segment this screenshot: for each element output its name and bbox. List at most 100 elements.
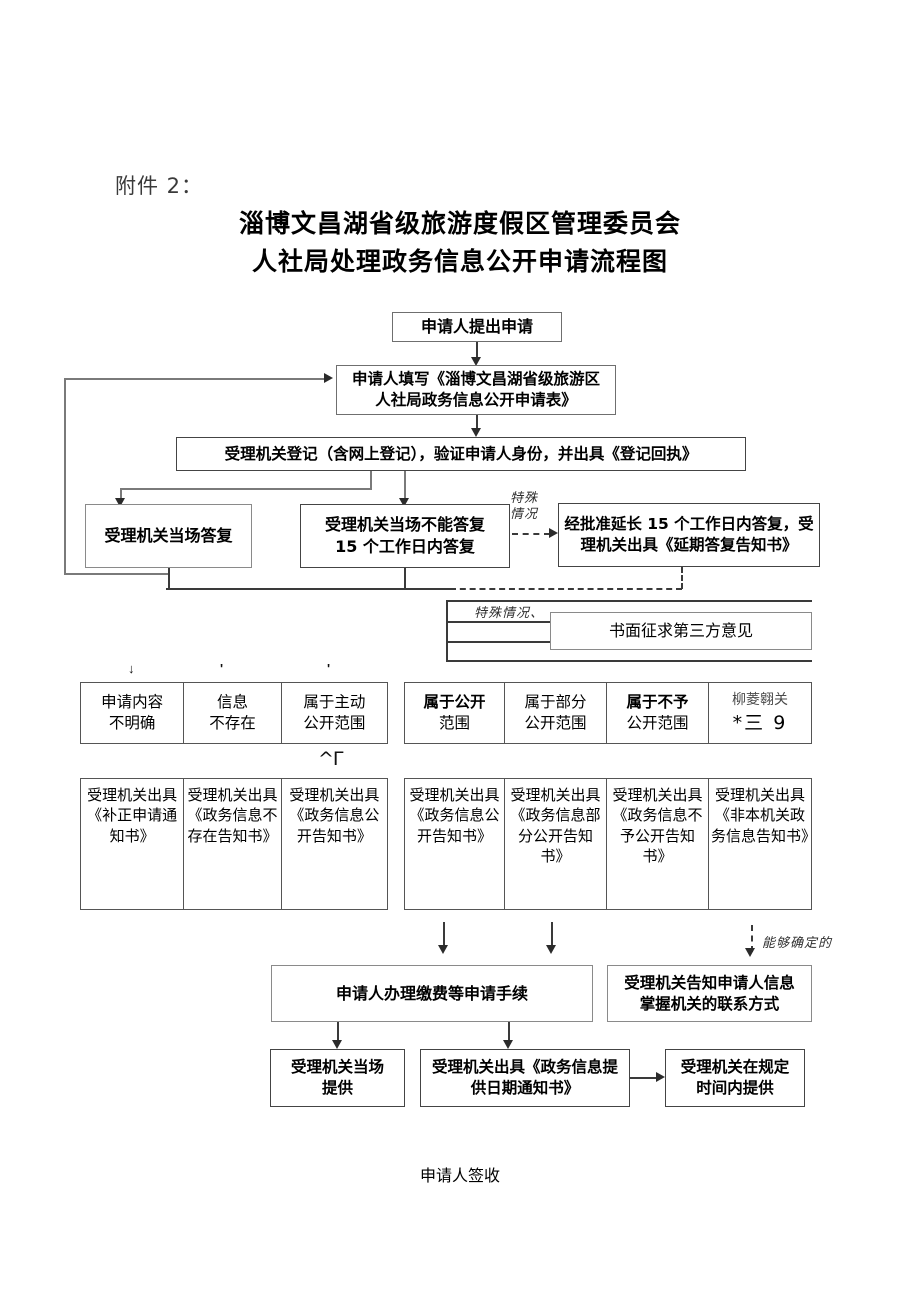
arrow-date-notice-to-within-time bbox=[656, 1072, 665, 1082]
connector-rail-to-left bbox=[64, 573, 168, 575]
node-pay-fees-label: 申请人办理缴费等申请手续 bbox=[335, 983, 528, 1003]
document-cell-other-agency-notice: 受理机关出具《非本机关政务信息告知书》 bbox=[711, 786, 817, 845]
node-provide-onsite-line-2: 提供 bbox=[321, 1079, 353, 1097]
conditions-right-grid: 属于公开 范围 属于部分 公开范围 属于不予 公开范围 柳菱翱关 *三 9 bbox=[404, 682, 812, 744]
connector-date-notice-to-within-time bbox=[630, 1077, 658, 1079]
document-cell-nondisclosure-notice: 受理机关出具《政务信息不予公开告知书》 bbox=[607, 779, 709, 909]
node-fill-form-line-1: 申请人填写《淄博文昌湖省级旅游区 bbox=[351, 370, 600, 389]
arrow-to-onsite bbox=[115, 498, 125, 507]
dashed-connector-extension-left bbox=[450, 588, 682, 590]
dashed-connector-extension-down bbox=[681, 567, 683, 589]
node-provide-date-notice: 受理机关出具《政务信息提 供日期通知书》 bbox=[420, 1049, 630, 1107]
title-line-1: 淄博文昌湖省级旅游度假区管理委员会 bbox=[238, 209, 681, 238]
condition-other-line-1: 柳菱翱关 bbox=[732, 691, 788, 708]
node-fill-form: 申请人填写《淄博文昌湖省级旅游区 人社局政务信息公开申请表》 bbox=[336, 365, 616, 415]
annotation-special-case-line-1: 特殊 bbox=[510, 491, 539, 506]
arrow-fees-to-onsite-provide bbox=[332, 1040, 342, 1049]
connector-start-to-fillform bbox=[476, 342, 478, 360]
title-line-2: 人社局处理政务信息公开申请流程图 bbox=[251, 247, 668, 276]
condition-nondisclosure-line-1: 属于不予 bbox=[626, 693, 689, 712]
condition-nondisclosure-line-2: 公开范围 bbox=[626, 714, 689, 732]
node-extension-line-2: 理机关出具《延期答复告知书》 bbox=[580, 536, 798, 554]
node-third-party-opinion: 书面征求第三方意见 bbox=[550, 612, 812, 650]
node-provide-within-time-line-1: 受理机关在规定 bbox=[680, 1058, 790, 1077]
tick-mark-cond-left-1: ↓ bbox=[128, 661, 135, 676]
node-inform-contact-line-1: 受理机关告知申请人信息 bbox=[624, 973, 795, 992]
node-third-party-opinion-label: 书面征求第三方意见 bbox=[608, 621, 753, 641]
annotation-special-case-line-2: 情况 bbox=[510, 507, 539, 523]
node-provide-onsite-line-1: 受理机关当场 bbox=[290, 1058, 384, 1077]
arrow-to-15day bbox=[399, 498, 409, 507]
arrow-fees-to-date-notice bbox=[503, 1040, 513, 1049]
annotation-special-case-vertical: 特殊 情况 bbox=[510, 491, 550, 524]
condition-other-line-2: *三 9 bbox=[732, 711, 788, 734]
documents-left-grid: 受理机关出具《补正申请通知书》 受理机关出具《政务信息不存在告知书》 受理机关出… bbox=[80, 778, 388, 910]
node-register: 受理机关登记（含网上登记），验证申请人身份，并出具《登记回执》 bbox=[176, 437, 746, 471]
node-answer-onsite-label: 受理机关当场答复 bbox=[104, 526, 233, 546]
condition-proactive-line-2: 公开范围 bbox=[303, 714, 366, 732]
node-provide-within-time: 受理机关在规定 时间内提供 bbox=[665, 1049, 805, 1107]
annotation-can-be-determined: 能够确定的 bbox=[762, 936, 833, 951]
connector-register-split bbox=[120, 488, 372, 490]
document-cell-not-exist-notice: 受理机关出具《政务信息不存在告知书》 bbox=[184, 779, 282, 909]
connector-bottom-rail bbox=[166, 588, 452, 590]
node-inform-contact: 受理机关告知申请人信息 掌握机关的联系方式 bbox=[607, 965, 812, 1022]
third-party-rail-lower bbox=[446, 641, 556, 643]
arrow-doc-to-fees-1 bbox=[438, 945, 448, 954]
node-start: 申请人提出申请 bbox=[392, 312, 562, 342]
footer-signoff: 申请人签收 bbox=[419, 1166, 500, 1185]
third-party-frame-left bbox=[446, 600, 448, 661]
node-extension: 经批准延长 15 个工作日内答复，受 理机关出具《延期答复告知书》 bbox=[558, 503, 820, 567]
condition-partial-line-1: 属于部分 bbox=[524, 693, 587, 712]
arrow-start-to-fillform bbox=[471, 357, 481, 366]
document-cell-disclosure-notice: 受理机关出具《政务信息公开告知书》 bbox=[289, 786, 380, 845]
third-party-frame-top bbox=[446, 600, 812, 602]
node-provide-within-time-line-2: 时间内提供 bbox=[696, 1079, 774, 1097]
node-fill-form-line-2: 人社局政务信息公开申请表》 bbox=[375, 391, 577, 409]
arrow-fillform-to-register bbox=[471, 428, 481, 437]
node-answer-15day: 受理机关当场不能答复 15 个工作日内答复 bbox=[300, 504, 510, 568]
connector-doc-to-fees-1 bbox=[443, 922, 445, 948]
connector-fillform-to-register bbox=[476, 415, 478, 431]
connector-doc-to-fees-2 bbox=[551, 922, 553, 948]
conditions-left-grid: 申请内容 不明确 信息 不存在 属于主动 公开范围 bbox=[80, 682, 388, 744]
connector-fees-to-date-notice bbox=[508, 1022, 510, 1044]
condition-public-line-1: 属于公开 bbox=[423, 693, 486, 712]
condition-unclear-line-1: 申请内容 bbox=[101, 693, 164, 712]
condition-cell-other-agency: 柳菱翱关 *三 9 bbox=[709, 683, 811, 743]
condition-cell-proactive-disclosure: 属于主动 公开范围 bbox=[282, 683, 387, 743]
annotation-special-case-inline: 特殊情况、 bbox=[474, 606, 545, 621]
document-cell-correction-notice: 受理机关出具《补正申请通知书》 bbox=[81, 779, 185, 909]
dashed-connector-to-inform-contact bbox=[751, 925, 753, 952]
condition-cell-not-exist: 信息 不存在 bbox=[184, 683, 282, 743]
node-provide-date-notice-line-2: 供日期通知书》 bbox=[470, 1079, 580, 1097]
connector-to-onsite bbox=[120, 488, 122, 501]
document-cell-partial-disclosure-notice: 受理机关出具《政务信息部分公开告知书》 bbox=[505, 779, 607, 909]
condition-not-exist-line-1: 信息 bbox=[217, 693, 249, 712]
arrow-to-inform-contact bbox=[745, 948, 755, 957]
third-party-frame-bottom bbox=[446, 660, 812, 662]
condition-not-exist-line-2: 不存在 bbox=[209, 714, 256, 732]
node-pay-fees: 申请人办理缴费等申请手续 bbox=[271, 965, 593, 1022]
node-provide-onsite: 受理机关当场 提供 bbox=[270, 1049, 405, 1107]
documents-right-grid: 受理机关出具《政务信息公开告知书》 受理机关出具《政务信息部分公开告知书》 受理… bbox=[404, 778, 817, 910]
node-extension-line-1: 经批准延长 15 个工作日内答复，受 bbox=[564, 515, 814, 534]
connector-left-rail-vertical bbox=[64, 378, 66, 574]
condition-cell-nondisclosure-scope: 属于不予 公开范围 bbox=[607, 683, 709, 743]
node-inform-contact-line-2: 掌握机关的联系方式 bbox=[639, 994, 780, 1013]
connector-15day-down bbox=[404, 568, 406, 589]
node-answer-onsite: 受理机关当场答复 bbox=[85, 504, 252, 568]
node-start-label: 申请人提出申请 bbox=[420, 317, 533, 337]
node-provide-date-notice-line-1: 受理机关出具《政务信息提 bbox=[431, 1058, 618, 1077]
third-party-rail-upper bbox=[446, 621, 556, 623]
attachment-label: 附件 2： bbox=[115, 174, 204, 198]
node-answer-15day-line-2: 15 个工作日内答复 bbox=[335, 537, 475, 556]
condition-partial-line-2: 公开范围 bbox=[524, 714, 587, 732]
condition-cell-partial-scope: 属于部分 公开范围 bbox=[505, 683, 607, 743]
arrow-back-to-fillform bbox=[324, 373, 333, 383]
arrow-to-extension bbox=[549, 528, 558, 538]
scan-artifact-caret: ^Γ bbox=[318, 748, 343, 770]
tick-mark-cond-left-3: ' bbox=[327, 661, 331, 676]
document-cell-public-disclosure-notice: 受理机关出具《政务信息公开告知书》 bbox=[405, 779, 505, 909]
